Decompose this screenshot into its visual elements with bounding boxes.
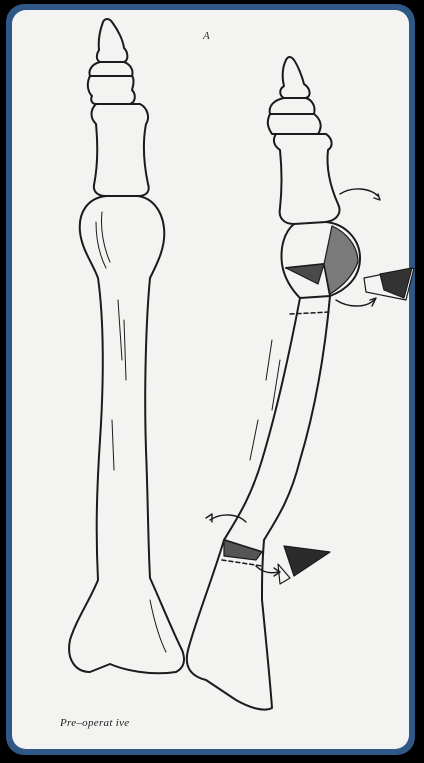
panel-label: A — [203, 30, 210, 42]
figure-caption: Pre–operat ive — [60, 717, 129, 729]
